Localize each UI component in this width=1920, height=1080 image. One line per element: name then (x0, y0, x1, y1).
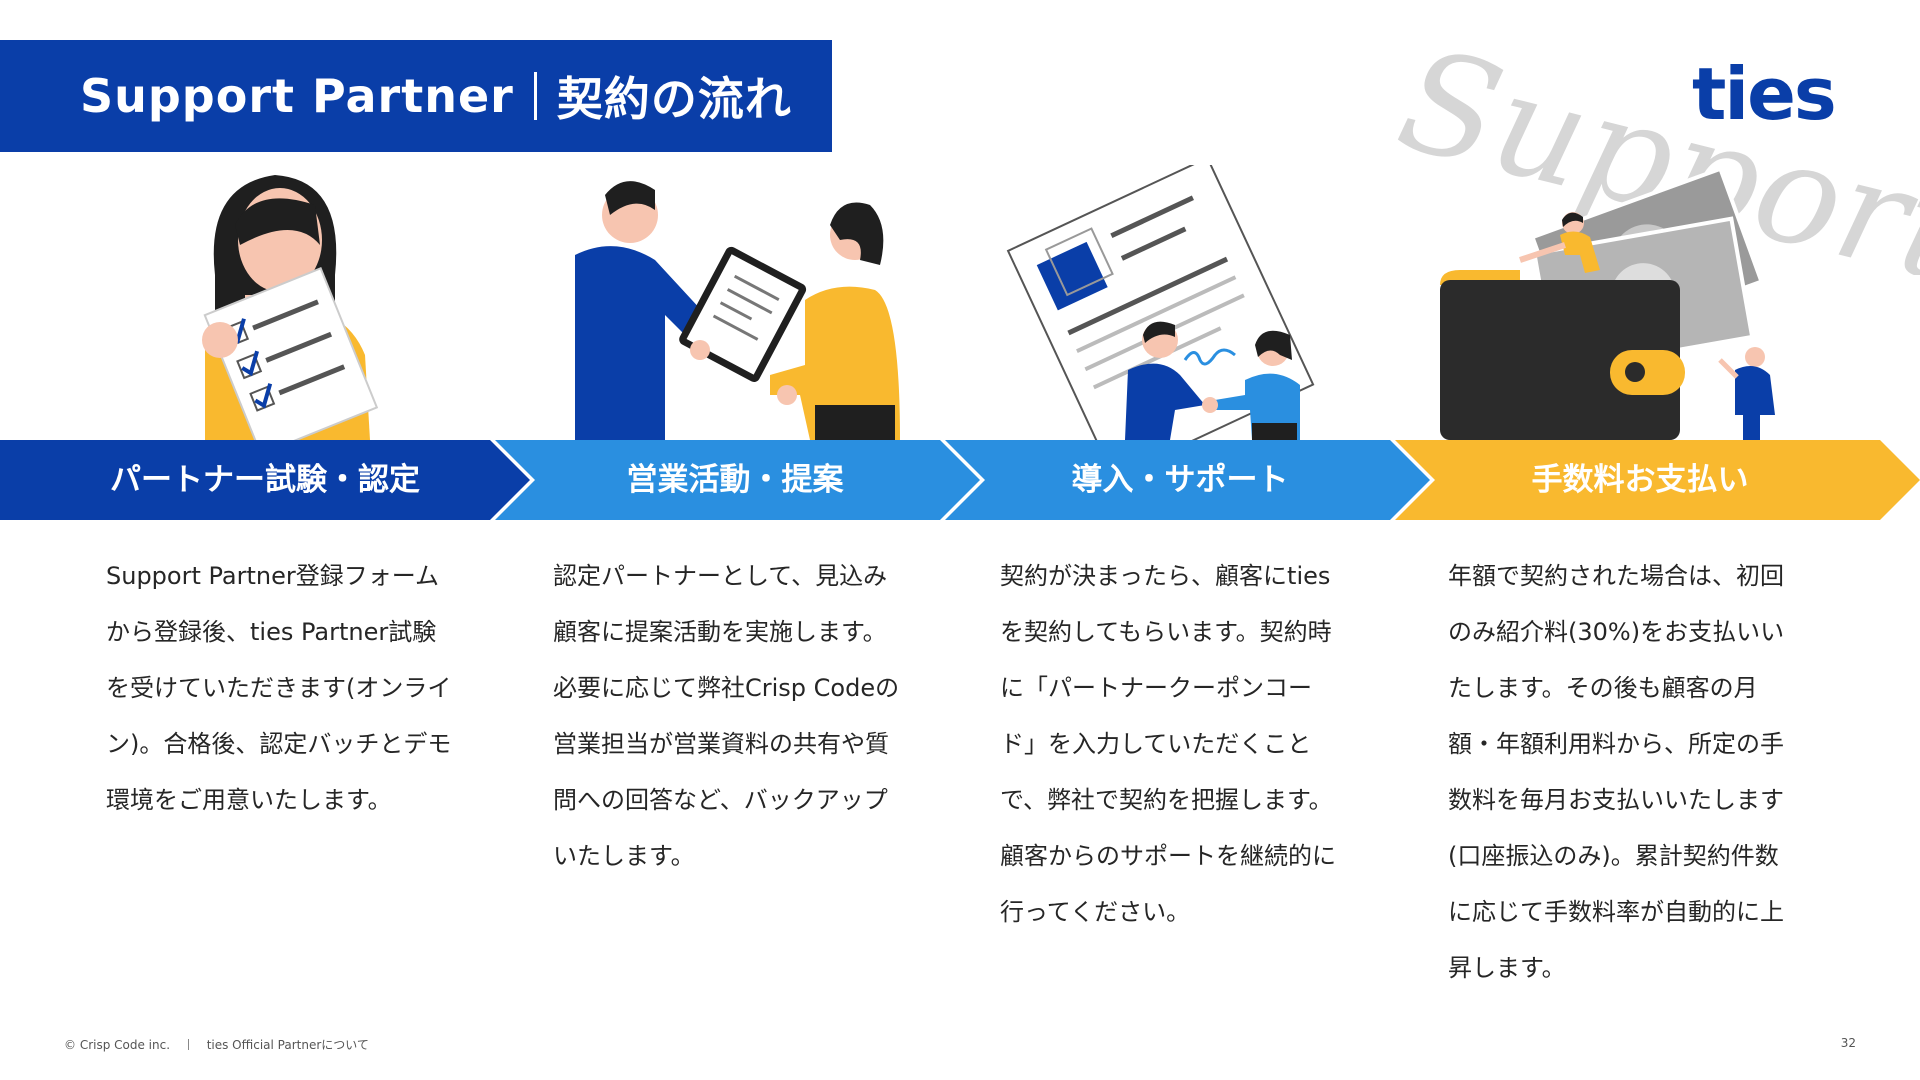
step-label-4: 手数料お支払い (1531, 462, 1749, 498)
step-description-1: Support Partner登録フォーム から登録後、ties Partner… (106, 562, 452, 814)
step-arrow-1 (0, 440, 530, 520)
wallet-money-illustration (1440, 166, 1775, 440)
page-title: Support Partner 契約の流れ (0, 40, 832, 152)
step-label-3: 導入・サポート (1071, 462, 1289, 498)
step-description-3: 契約が決まったら、顧客にties を契約してもらいます。契約時 に「パートナーク… (1000, 562, 1336, 926)
business-meeting-illustration (575, 181, 900, 440)
footer-copyright: © Crisp Code inc. (64, 1038, 171, 1052)
page-title-ja: 契約の流れ (556, 72, 792, 126)
footer-divider (187, 1039, 189, 1050)
step-arrow-3 (945, 440, 1430, 520)
step-description-2: 認定パートナーとして、見込み 顧客に提案活動を実施します。 必要に応じて弊社Cr… (553, 562, 900, 870)
title-divider (533, 72, 537, 120)
step-label-2: 営業活動・提案 (626, 462, 844, 498)
footer-doc-title: ties Official Partnerについて (206, 1038, 369, 1052)
step-arrow-2 (495, 440, 980, 520)
page-number: 32 (1840, 1036, 1856, 1050)
checklist-woman-illustration (202, 175, 379, 440)
footer: © Crisp Code inc. ties Official Partnerに… (64, 1036, 369, 1053)
step-description-4: 年額で契約された場合は、初回 のみ紹介料(30%)をお支払いい たします。その後… (1448, 562, 1785, 982)
contract-handshake-illustration (1006, 165, 1315, 440)
ties-logo: ties (1692, 52, 1837, 136)
step-label-1: パートナー試験・認定 (110, 462, 420, 498)
page-title-en: Support Partner (80, 69, 514, 123)
process-arrow-row (0, 440, 1920, 520)
step-arrow-4 (1395, 440, 1920, 520)
